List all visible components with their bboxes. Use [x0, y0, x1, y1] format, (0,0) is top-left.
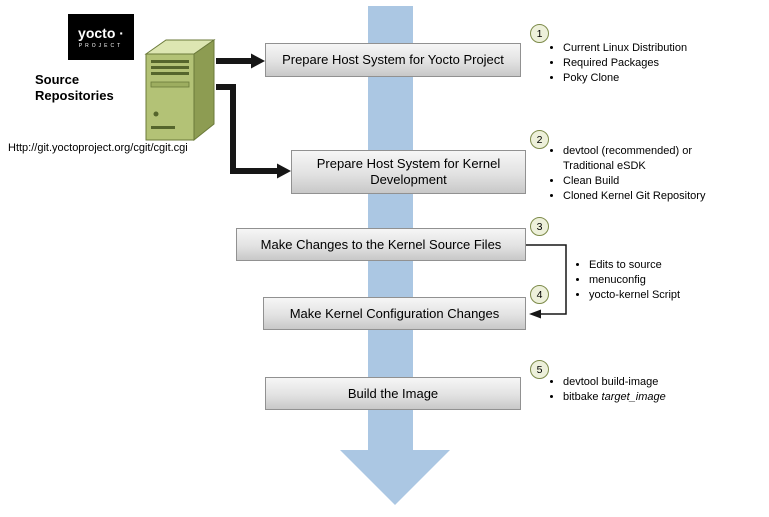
yocto-logo-wordmark: yocto ·: [78, 25, 124, 41]
source-repositories-label: Source Repositories: [35, 72, 114, 103]
step-number-1: 1: [530, 24, 549, 43]
arrowhead-step2: [277, 163, 291, 179]
step-number-5: 5: [530, 360, 549, 379]
server-icon: [144, 39, 216, 142]
step-number-3: 3: [530, 217, 549, 236]
step2-bullet-list: devtool (recommended) or Traditional eSD…: [550, 144, 735, 204]
bullet-item: bitbake target_image: [563, 390, 728, 405]
bullet-item: menuconfig: [589, 273, 726, 288]
bullet-item: devtool build-image: [563, 375, 728, 390]
bullet-item: yocto-kernel Script: [589, 288, 726, 303]
arrowhead-step4: [529, 309, 541, 319]
arrowhead-step1: [251, 53, 265, 69]
bitbake-target-image-italic: target_image: [601, 391, 666, 403]
yocto-logo: yocto · PROJECT: [68, 14, 134, 60]
bracket-steps-3-4: [526, 244, 567, 315]
step-number-4: 4: [530, 285, 549, 304]
flow-arrow-head: [340, 450, 450, 505]
step-box-make-config-changes: Make Kernel Configuration Changes: [263, 297, 526, 330]
step-number-2: 2: [530, 130, 549, 149]
step5-bullet-list: devtool build-image bitbake target_image: [550, 375, 728, 405]
bullet-item: Current Linux Distribution: [563, 41, 728, 56]
bullet-item: Required Packages: [563, 56, 728, 71]
bullet-item: Clean Build: [563, 174, 735, 189]
yocto-logo-subtext: PROJECT: [78, 43, 124, 49]
bullet-item: Poky Clone: [563, 71, 728, 86]
step-box-build-image: Build the Image: [265, 377, 521, 410]
bullet-item: devtool (recommended) or Traditional eSD…: [563, 144, 735, 174]
step-box-prepare-host-yocto: Prepare Host System for Yocto Project: [265, 43, 521, 77]
arrow-server-to-step2: [216, 84, 277, 174]
steps-3-4-bullet-list: Edits to source menuconfig yocto-kernel …: [576, 258, 726, 303]
repo-url-text: Http://git.yoctoproject.org/cgit/cgit.cg…: [8, 142, 188, 154]
bullet-item: Edits to source: [589, 258, 726, 273]
step-box-prepare-host-kernel: Prepare Host System for Kernel Developme…: [291, 150, 526, 194]
step-box-make-source-changes: Make Changes to the Kernel Source Files: [236, 228, 526, 261]
bitbake-prefix: bitbake: [563, 391, 602, 403]
bullet-item: Cloned Kernel Git Repository: [563, 189, 735, 204]
step1-bullet-list: Current Linux Distribution Required Pack…: [550, 41, 728, 86]
